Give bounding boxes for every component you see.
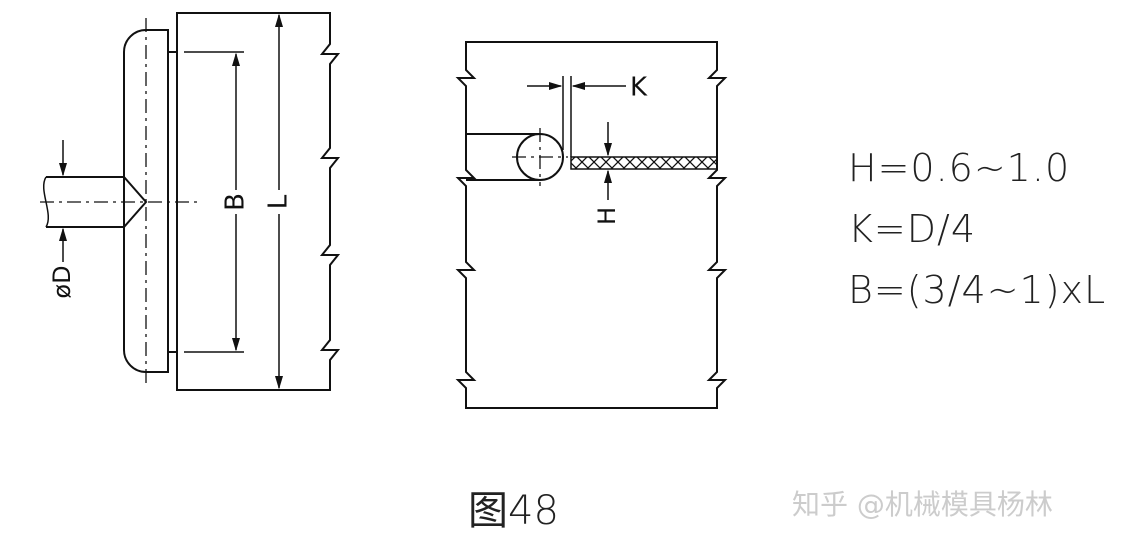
dim-d-label: øD [48,265,76,298]
formula-k: K=D/4 [848,207,976,251]
runner-profile [123,29,169,373]
dim-b-label: B [221,193,251,211]
dim-l-label: L [264,194,294,209]
formula-h: H=0.6~1.0 [848,146,1071,190]
dim-k-label: K [630,73,648,103]
plate-outline-right [455,41,728,409]
left-figure: B L øD [40,12,341,391]
runner-channel [466,133,540,181]
formula-b: B=(3/4~1)xL [848,268,1107,312]
right-figure: K H [455,41,728,409]
dim-h-label: H [593,207,621,225]
watermark: 知乎 @机械模具杨林 [792,488,1053,521]
figure-caption: 图48 [468,488,559,534]
gate-hatched [570,156,718,170]
plate-outline [176,12,341,391]
